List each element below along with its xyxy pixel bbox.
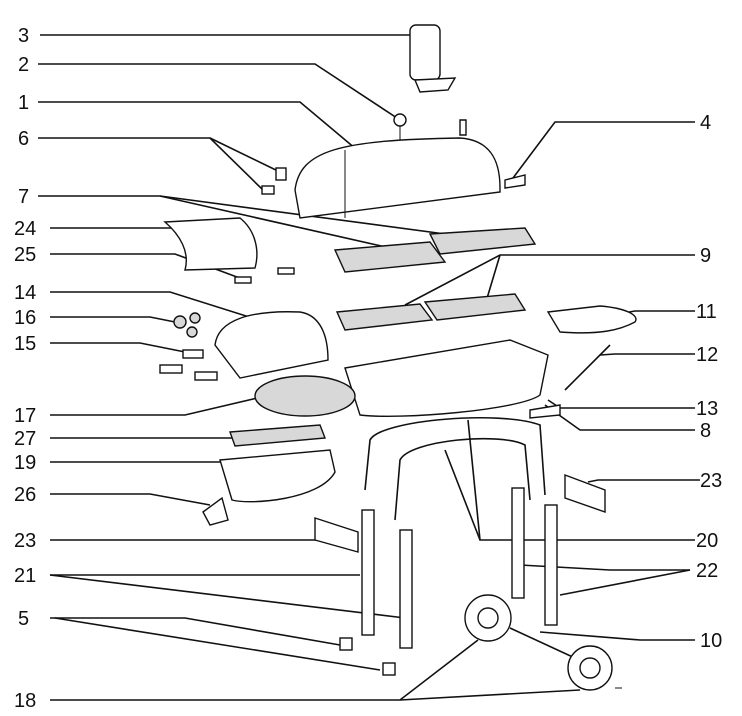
leader-lines	[38, 34, 700, 701]
callout-11: 11	[696, 301, 717, 323]
callout-20: 20	[696, 530, 718, 552]
callout-23-right: 23	[700, 470, 722, 492]
firebox-lid-part	[163, 217, 258, 271]
warming-grate-parts	[335, 293, 527, 331]
bracket-parts	[261, 167, 287, 195]
shelf-rod-part	[564, 344, 611, 391]
leg-parts	[361, 487, 558, 649]
lid-handle-part	[459, 119, 467, 136]
callout-12: 12	[696, 344, 718, 366]
cooking-grate-parts	[333, 227, 537, 273]
callout-16: 16	[14, 307, 36, 329]
callout-14: 14	[14, 282, 36, 304]
handle-part	[504, 174, 526, 189]
leg-cap-parts	[339, 637, 396, 676]
callout-17: 17	[14, 405, 36, 427]
damper-parts	[173, 312, 201, 338]
callout-7: 7	[18, 186, 29, 208]
callout-23-left: 23	[14, 530, 36, 552]
firebox-part	[214, 311, 329, 379]
callout-4: 4	[700, 112, 711, 134]
grill-body-part	[344, 339, 549, 417]
callout-5: 5	[18, 608, 29, 630]
ash-tray-handle-part	[529, 404, 561, 419]
door-part	[202, 496, 229, 526]
wheel-parts	[464, 594, 622, 691]
callout-15: 15	[14, 333, 36, 355]
callout-labels: 3 2 1 4 6 7 24 25 9 14 16 11 15 12 13 17…	[14, 25, 722, 712]
callout-18: 18	[14, 690, 36, 712]
callout-2: 2	[18, 54, 29, 76]
side-panel-parts	[314, 473, 606, 553]
callout-6: 6	[18, 128, 29, 150]
callout-8: 8	[700, 420, 711, 442]
callout-10: 10	[700, 630, 722, 652]
callout-22: 22	[696, 560, 718, 582]
firebox-bottom-part	[219, 449, 336, 503]
firebox-feet-parts	[159, 349, 218, 381]
firebox-grate-part	[229, 424, 326, 447]
callout-13: 13	[696, 398, 718, 420]
callout-25: 25	[14, 244, 36, 266]
side-shelf-part	[546, 305, 637, 334]
charcoal-grate-part	[254, 375, 356, 417]
callout-3: 3	[18, 25, 29, 47]
callout-27: 27	[14, 428, 36, 450]
callout-26: 26	[14, 484, 36, 506]
cart-frame-part	[364, 417, 546, 521]
small-bracket-parts	[234, 267, 295, 284]
callout-21: 21	[14, 565, 36, 587]
callout-9: 9	[700, 245, 711, 267]
callout-1: 1	[18, 92, 29, 114]
chimney-part	[409, 24, 457, 93]
thermometer-part	[393, 113, 407, 145]
callout-19: 19	[14, 452, 36, 474]
callout-24: 24	[14, 218, 36, 240]
main-lid-part	[294, 137, 501, 219]
